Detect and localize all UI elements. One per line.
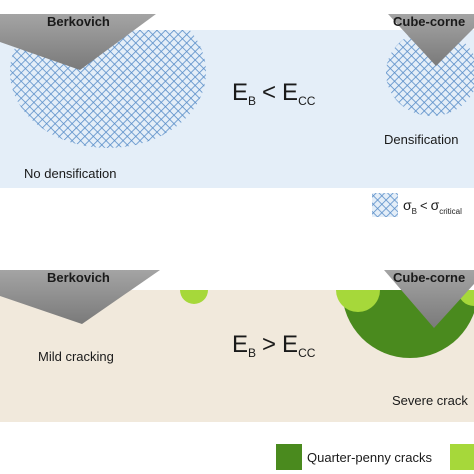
cube-corner-indenter-top (388, 14, 474, 66)
severe-crack-legend-swatch (276, 444, 302, 470)
top-legend: σB<σcritical (372, 193, 462, 217)
bottom-relation: EB>ECC (232, 331, 316, 360)
cube-corner-stress-zone (386, 30, 474, 116)
top-right-indenter-label: Cube-corne (393, 14, 465, 29)
bottom-panel: Berkovich Cube-corne EB>ECC Mild crackin… (0, 268, 474, 422)
hatch-legend-swatch (372, 193, 398, 217)
quarter-penny-legend-swatch (450, 444, 474, 470)
bottom-left-indenter-label: Berkovich (47, 270, 110, 285)
bottom-legend: Quarter-penny cracks (276, 444, 474, 470)
cube-corner-indenter-bottom (384, 270, 474, 328)
bottom-left-caption: Mild cracking (38, 349, 114, 364)
quarter-penny-legend-label: Quarter-penny cracks (307, 450, 432, 465)
quarter-penny-crack-right-a (336, 290, 380, 312)
bottom-right-caption: Severe crack (392, 393, 468, 408)
berkovich-indenter-top (0, 14, 156, 70)
berkovich-indenter-bottom (0, 270, 160, 324)
top-panel: Berkovich Cube-corne EB<ECC No densifica… (0, 12, 474, 188)
mild-crack-zone (180, 290, 208, 304)
bottom-right-indenter-label: Cube-corne (393, 270, 465, 285)
top-left-caption: No densification (24, 166, 117, 181)
top-relation: EB<ECC (232, 79, 316, 108)
stress-legend-label: σB<σcritical (403, 197, 462, 216)
top-left-indenter-label: Berkovich (47, 14, 110, 29)
top-right-caption: Densification (384, 132, 458, 147)
